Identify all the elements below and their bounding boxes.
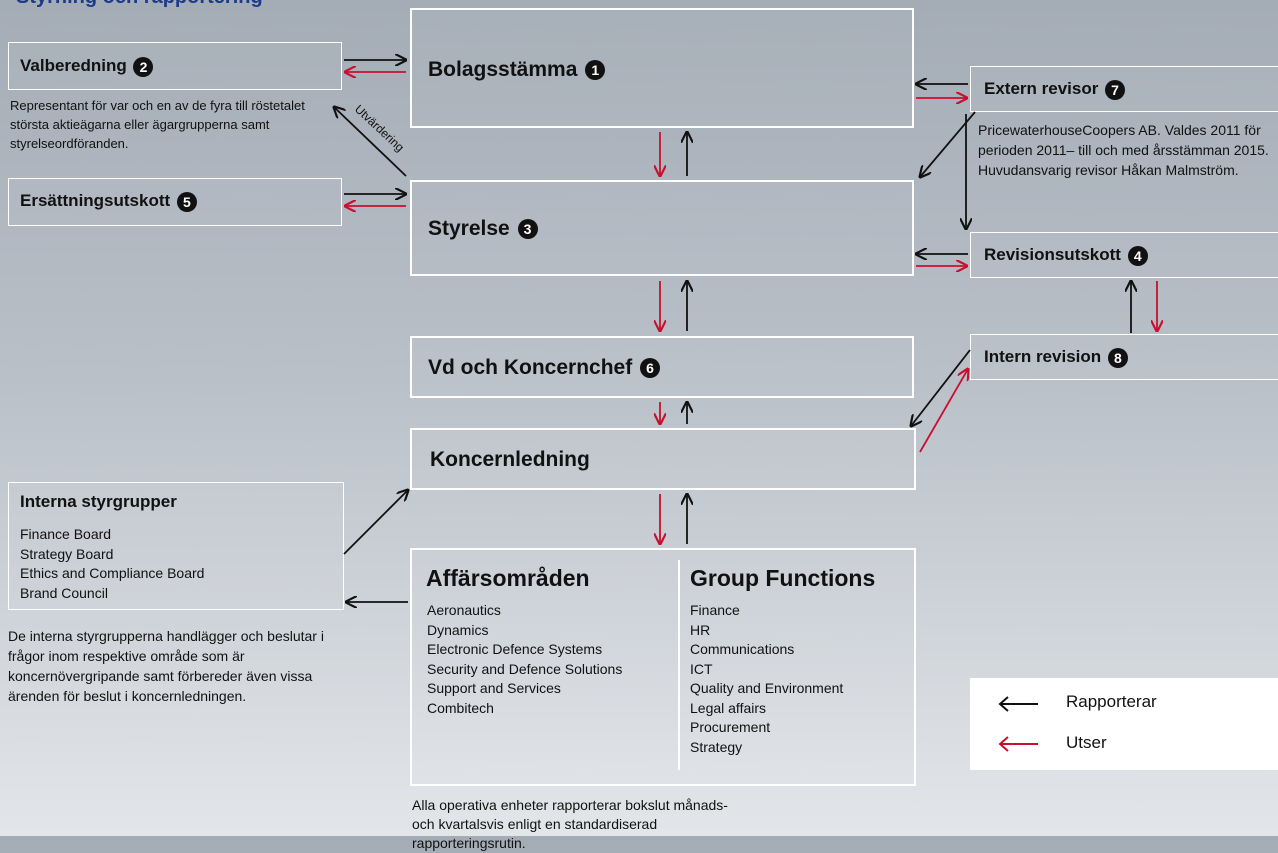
box-koncernledning	[410, 428, 916, 490]
group-functions-item: Quality and Environment	[690, 680, 844, 696]
ersattningsutskott-title: Ersättningsutskott 5	[20, 191, 197, 212]
utvardering-label: Utvärdering	[352, 102, 407, 155]
legend-oversees-label: Utser	[1066, 733, 1107, 752]
interna-styrgrupper-item: Strategy Board	[20, 545, 114, 562]
number-badge-2: 2	[133, 56, 154, 77]
header-title: Styrning och rapportering	[16, 0, 263, 9]
interna-styrgrupper-title: Interna styrgrupper	[20, 492, 177, 511]
legend-reports-arrowhead	[998, 696, 1009, 712]
legend-oversees-arrowhead	[998, 736, 1009, 752]
affarsomraden-item: Combitech	[427, 699, 494, 716]
valberedning-description: Representant för var och en av de fyra t…	[10, 98, 305, 151]
box-vd	[410, 336, 914, 398]
affarsomraden-item: Security and Defence Solutions	[427, 660, 623, 677]
affarsomraden-item: Dynamics	[427, 621, 489, 638]
number-badge-7: 7	[1105, 79, 1126, 100]
box-ersattningsutskott	[8, 178, 342, 226]
legend-reports-label: Rapporterar	[1066, 692, 1157, 711]
extern-revisor-title: Extern revisor 7	[984, 79, 1126, 100]
number-badge-3: 3	[517, 219, 538, 240]
intern-revision-title: Intern revision 8	[984, 347, 1128, 368]
group-functions-item: Communications	[690, 641, 795, 657]
group-functions-item: Finance	[690, 602, 740, 618]
box-interna-styrgrupper	[8, 482, 344, 610]
affarsomraden-title: Affärsområden	[426, 565, 590, 591]
arrow-styrgrupper-to-koncernledning	[343, 490, 408, 555]
arrow-koncernledning-to-intern	[919, 369, 968, 453]
group-functions-item: Procurement	[690, 719, 771, 735]
arrow-utvardering	[334, 107, 407, 177]
interna-styrgrupper-description: De interna styrgrupperna handlägger och …	[8, 628, 324, 704]
interna-styrgrupper-item: Ethics and Compliance Board	[20, 565, 205, 581]
number-badge-4: 4	[1127, 245, 1148, 266]
affarsomraden-item: Electronic Defence Systems	[427, 641, 603, 657]
group-functions-item: Strategy	[690, 738, 743, 755]
group-functions-item: ICT	[690, 660, 713, 677]
box-affarsomraden-group-functions	[410, 548, 916, 786]
number-badge-1: 1	[585, 60, 606, 81]
interna-styrgrupper-item: Brand Council	[20, 584, 108, 601]
number-badge-8: 8	[1107, 347, 1128, 368]
vd-title: Vd och Koncernchef 6	[428, 356, 661, 380]
group-functions-item: Legal affairs	[690, 699, 767, 716]
number-badge-5: 5	[176, 191, 197, 212]
box-bolagsstamma	[410, 8, 914, 128]
box-extern-revisor	[970, 66, 1278, 112]
box-revisionsutskott	[970, 232, 1278, 278]
affarsomraden-item: Aeronautics	[427, 602, 501, 618]
bolagsstamma-title: Bolagsstämma 1	[428, 58, 606, 82]
group-functions-item: HR	[690, 621, 711, 638]
extern-revisor-description: PricewaterhouseCoopers AB. Valdes 2011 f…	[978, 122, 1269, 178]
arrow-intern-to-koncernledning	[911, 349, 971, 426]
legend-arrows	[998, 696, 1038, 752]
revisionsutskott-title: Revisionsutskott 4	[984, 245, 1148, 266]
legend: Rapporterar Utser	[970, 678, 1278, 770]
box-valberedning	[8, 42, 342, 90]
styrelse-title: Styrelse 3	[428, 217, 538, 241]
number-badge-6: 6	[640, 358, 661, 379]
koncernledning-title: Koncernledning	[430, 448, 590, 471]
group-functions-title: Group Functions	[690, 565, 876, 591]
interna-styrgrupper-item: Finance Board	[20, 526, 112, 542]
valberedning-title: Valberedning 2	[20, 56, 154, 77]
box-styrelse	[410, 180, 914, 276]
affarsomraden-item: Support and Services	[427, 680, 561, 696]
box-divider	[678, 560, 680, 770]
